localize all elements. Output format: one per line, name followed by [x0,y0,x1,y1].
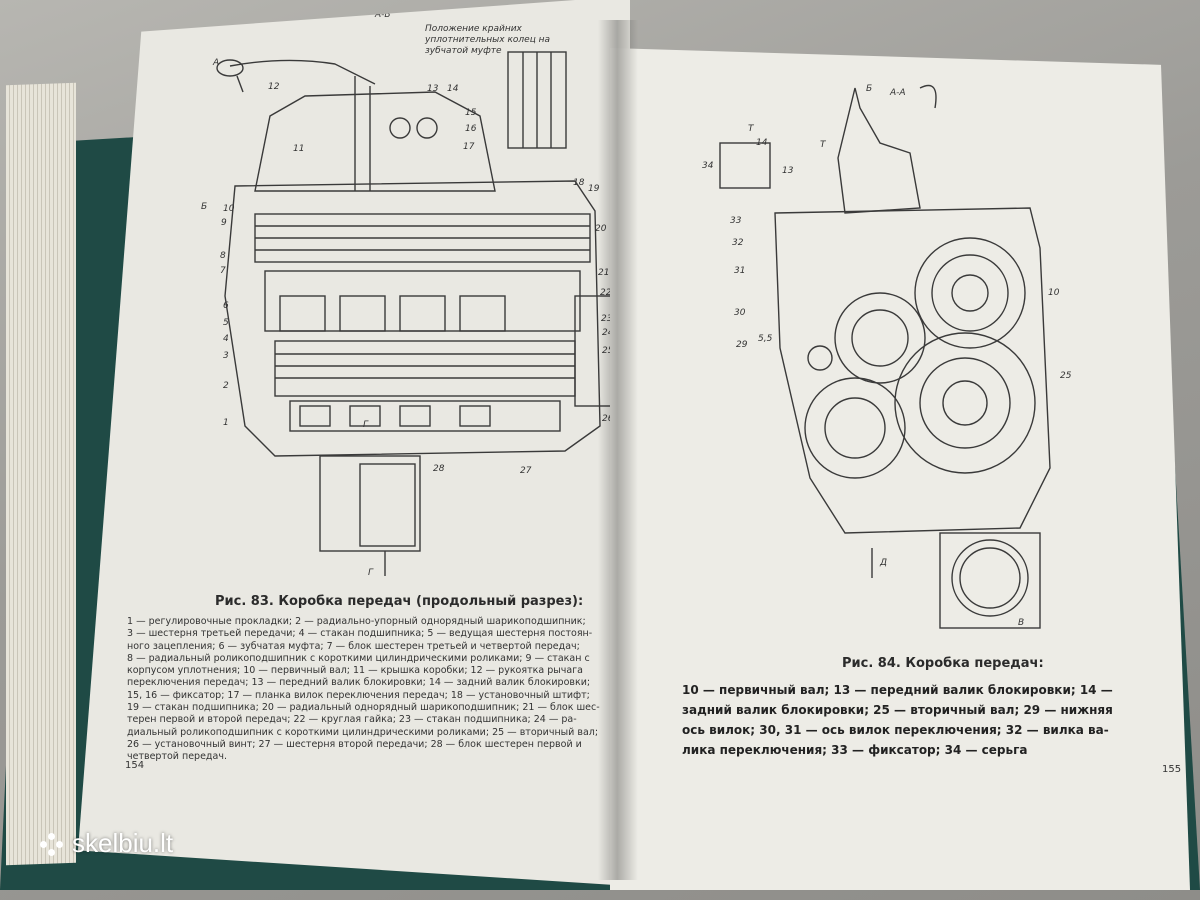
legend-line: 3 — шестерня третьей передачи; 4 — стака… [127,628,593,640]
part-label: 9 [221,218,227,228]
part-label: 29 [736,340,748,350]
section-mark: Б [866,84,873,94]
legend-line: ось вилок; 30, 31 — ось вилок переключен… [682,723,1109,737]
left-page: А-В Положение крайних уплотнительных кол… [78,0,630,886]
watermark-text: skelbiu.lt [72,828,174,858]
page-number: 154 [125,760,145,771]
part-label: 10 [1048,288,1060,298]
part-label: 26 [602,414,613,424]
part-label: 27 [520,466,532,476]
section-mark: Г [368,568,374,578]
book-gutter-shadow [598,20,638,880]
right-page: Б А-А Т Т Д В 14 34 13 33 32 31 30 29 10… [610,48,1190,890]
legend-line: 15, 16 — фиксатор; 17 — планка вилок пер… [127,689,590,701]
section-mark: А-А [890,88,906,98]
watermark-logo-icon [40,833,64,857]
part-label: 25 [602,346,613,356]
part-label: 20 [595,224,606,234]
part-label: 18 [573,178,585,188]
part-label: 17 [463,142,475,152]
legend-line: переключения передач; 13 — передний вали… [127,677,591,689]
part-label: 24 [602,328,613,338]
part-label: 6 [223,301,229,311]
part-label: 4 [223,334,229,344]
part-label: 34 [702,161,714,171]
part-label: 23 [601,314,612,324]
legend-line: 1 — регулировочные прокладки; 2 — радиал… [127,616,586,627]
legend-line: ного зацепления; 6 — зубчатая муфта; 7 —… [127,640,580,652]
legend-line: 8 — радиальный роликоподшипник с коротки… [127,652,590,664]
section-mark: В [1018,618,1025,628]
part-label: 8 [220,251,226,261]
part-label: 14 [756,138,768,148]
legend-84: 10 — первичный вал; 13 — передний валик … [682,680,1113,760]
part-label: 7 [220,266,226,276]
part-label: 28 [433,464,445,474]
part-label: 12 [268,82,280,92]
part-label: 25 [1060,371,1072,381]
legend-83: 1 — регулировочные прокладки; 2 — радиал… [127,616,600,764]
section-mark: Т [748,124,754,134]
legend-line: диальный роликоподшипник с короткими цил… [127,726,599,738]
legend-line: 26 — установочный винт; 27 — шестерня вт… [127,738,582,750]
figure-caption-83: Рис. 83. Коробка передач (продольный раз… [215,594,584,609]
part-label: 22 [600,288,611,298]
fig83-drawing [216,51,621,576]
section-mark: А [213,58,220,68]
part-label: 16 [465,124,477,134]
part-label: 13 [427,84,439,94]
part-label: 11 [293,144,305,154]
watermark: skelbiu.lt [40,828,173,859]
part-label: 33 [730,216,742,226]
part-label: 21 [598,268,609,278]
section-mark: Б [201,202,208,212]
page-edges [6,82,76,866]
part-label: 5,5 [758,334,773,344]
figure-caption-84: Рис. 84. Коробка передач: [842,656,1044,671]
part-label: 2 [223,381,229,391]
part-label: 31 [734,266,746,276]
part-label: 15 [465,108,477,118]
part-label: 3 [223,351,229,361]
legend-line: терен первой и второй передач; 22 — круг… [127,714,577,726]
legend-line: задний валик блокировки; 25 — вторичный … [682,703,1113,717]
legend-line: корпусом уплотнения; 10 — первичный вал;… [127,665,583,677]
part-label: 1 [223,418,229,428]
part-label: 5 [223,318,229,328]
top-note: Положение крайних уплотнительных колец н… [425,24,551,56]
part-label: 13 [782,166,794,176]
part-label: 32 [732,238,744,248]
legend-line: 10 — первичный вал; 13 — передний валик … [682,683,1113,697]
part-label: 19 [588,184,600,194]
section-mark: Г [363,420,369,430]
legend-line: 19 — стакан подшипника; 20 — радиальный … [127,702,600,714]
legend-line: четвертой передач. [127,751,227,763]
page-number: 155 [1162,764,1182,775]
section-mark: Д [880,558,888,568]
fig84-drawing [719,84,1051,629]
legend-line: лика переключения; 33 — фиксатор; 34 — с… [682,743,1028,757]
part-label: 14 [447,84,459,94]
part-label: 10 [223,204,235,214]
part-label: 30 [734,308,746,318]
section-mark: Т [820,140,826,150]
section-label-top: А-В [375,10,391,20]
